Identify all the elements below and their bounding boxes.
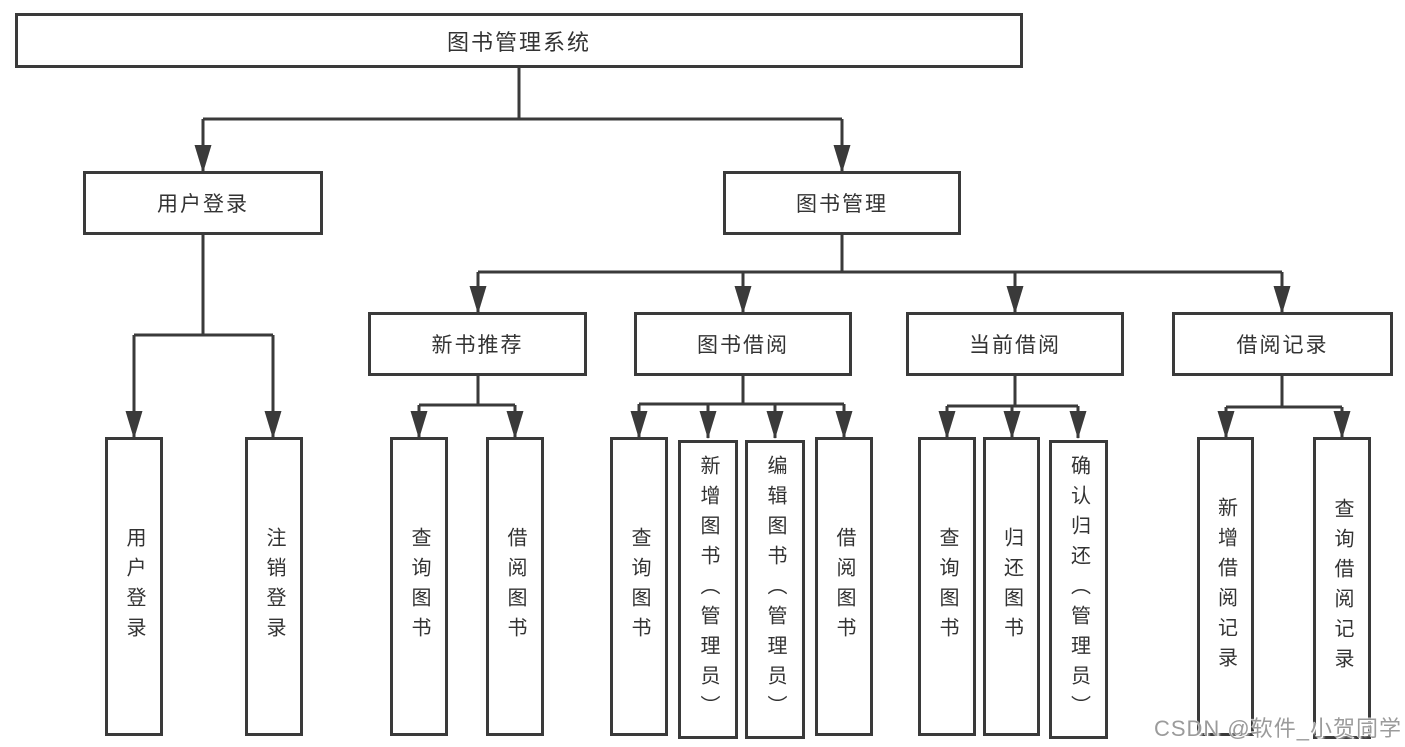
- node-book-borrowing: 图书借阅: [634, 312, 852, 376]
- leaf-current-query-books: 查询图书: [918, 437, 976, 736]
- watermark: CSDN @软件_小贺同学: [1153, 716, 1402, 741]
- leaf-borrow-edit-books-admin: 编辑图书（管理员）: [745, 440, 805, 739]
- node-borrowing-records: 借阅记录: [1172, 312, 1393, 376]
- node-book-management: 图书管理: [723, 171, 961, 235]
- leaf-borrow-query-books: 查询图书: [610, 437, 668, 736]
- connector-new-book-split: [419, 376, 515, 407]
- node-current-borrowing: 当前借阅: [906, 312, 1124, 376]
- connector-user-login-split: [134, 235, 273, 337]
- node-user-login: 用户登录: [83, 171, 323, 235]
- connector-book-management-split: [478, 235, 1282, 274]
- leaf-user-login: 用户登录: [105, 437, 163, 736]
- leaf-current-return-books: 归还图书: [983, 437, 1040, 736]
- connector-current-borrow-split: [947, 376, 1078, 408]
- leaf-current-confirm-return-admin: 确认归还（管理员）: [1049, 440, 1108, 739]
- leaf-borrow-borrow-books: 借阅图书: [815, 437, 873, 736]
- leaf-borrow-add-books-admin: 新增图书（管理员）: [678, 440, 738, 739]
- leaf-records-query-record: 查询借阅记录: [1313, 437, 1371, 739]
- leaf-newbook-borrow-books: 借阅图书: [486, 437, 544, 736]
- leaf-records-add-record: 新增借阅记录: [1197, 437, 1254, 736]
- connector-borrow-record-split: [1226, 376, 1342, 409]
- node-new-book-recommendation: 新书推荐: [368, 312, 587, 376]
- connector-book-borrow-split: [639, 376, 844, 406]
- connector-root-split: [203, 68, 842, 121]
- leaf-newbook-query-books: 查询图书: [390, 437, 448, 736]
- node-root: 图书管理系统: [15, 13, 1023, 68]
- leaf-logout: 注销登录: [245, 437, 303, 736]
